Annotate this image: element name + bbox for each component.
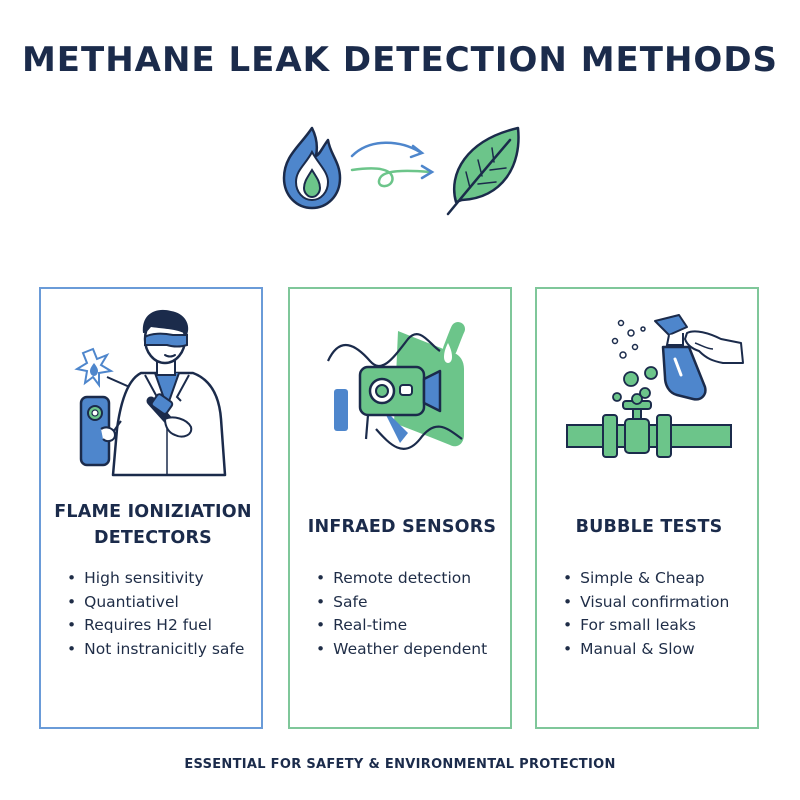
list-item: For small leaks	[563, 614, 729, 638]
hero-illustration	[282, 126, 520, 216]
card-bubble-tests: BUBBLE TESTS Simple & Cheap Visual confi…	[535, 287, 759, 729]
list-item: Weather dependent	[316, 638, 487, 662]
list-item: Not instranicitly safe	[67, 638, 244, 662]
card-title: FLAME IONIZIATION DETECTORS	[41, 499, 265, 551]
card-title-line: FLAME IONIZIATION	[54, 502, 252, 522]
spray-bottle-pipe-icon	[566, 314, 744, 458]
list-item: Simple & Cheap	[563, 567, 729, 591]
flame-icon	[282, 126, 342, 210]
feature-list: High sensitivity Quantiativel Requires H…	[67, 567, 244, 661]
list-item: Remote detection	[316, 567, 487, 591]
feature-list: Remote detection Safe Real-time Weather …	[316, 567, 487, 661]
card-title: BUBBLE TESTS	[575, 517, 723, 537]
card-infrared-sensors: INFRAED SENSORS Remote detection Safe Re…	[288, 287, 512, 729]
list-item: Requires H2 fuel	[67, 614, 244, 638]
list-item: Manual & Slow	[563, 638, 729, 662]
list-item: Real-time	[316, 614, 487, 638]
list-item: High sensitivity	[67, 567, 244, 591]
card-flame-ionization: FLAME IONIZIATION DETECTORS High sensiti…	[39, 287, 263, 729]
infrared-camera-icon	[327, 322, 465, 450]
scientist-with-detector-icon	[74, 309, 227, 477]
leaf-icon	[446, 126, 520, 216]
list-item: Quantiativel	[67, 591, 244, 615]
card-title-line: DETECTORS	[94, 528, 212, 548]
footer-tagline: ESSENTIAL FOR SAFETY & ENVIRONMENTAL PRO…	[184, 757, 616, 772]
curved-arrows-icon	[350, 141, 435, 188]
list-item: Visual confirmation	[563, 591, 729, 615]
card-title: INFRAED SENSORS	[307, 517, 497, 537]
page-title: METHANE LEAK DETECTION METHODS	[21, 40, 779, 80]
feature-list: Simple & Cheap Visual confirmation For s…	[563, 567, 729, 661]
list-item: Safe	[316, 591, 487, 615]
